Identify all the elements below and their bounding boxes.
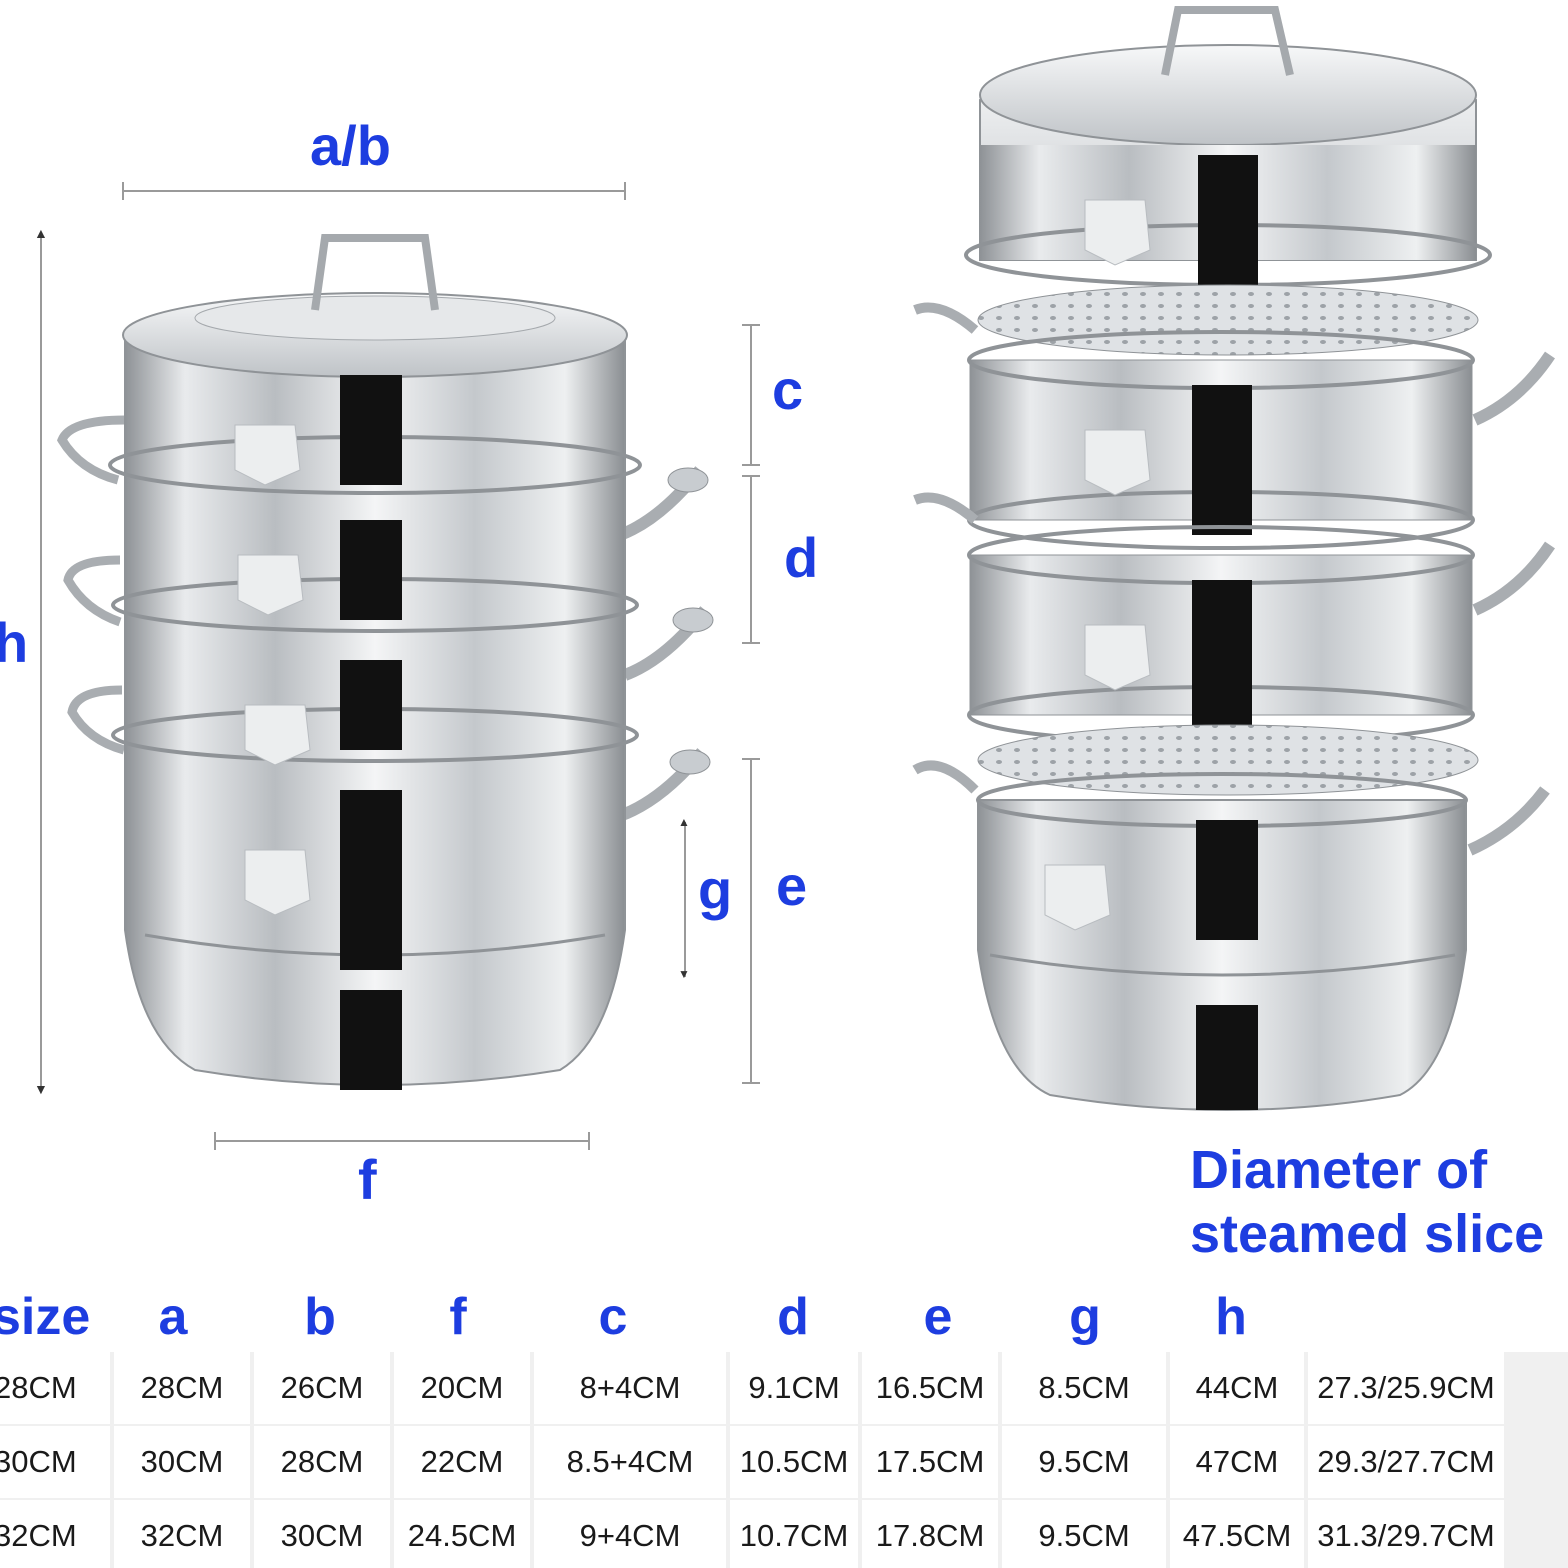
dimension-line-c — [750, 325, 752, 465]
arrow-down-icon: ▼ — [678, 967, 690, 981]
dimension-tick — [742, 324, 760, 326]
steamed-slice-caption: Diameter of steamed slice — [1190, 1138, 1544, 1266]
label-d: d — [784, 526, 819, 589]
header-c: c — [598, 1288, 628, 1346]
label-e: e — [776, 854, 808, 917]
dimension-line-d — [750, 475, 752, 643]
cell-g: 8.5CM — [1002, 1352, 1166, 1424]
cell-d: 9.1CM — [730, 1352, 858, 1424]
label-ab: a/b — [310, 114, 391, 177]
dimension-line-f — [215, 1140, 589, 1142]
cell-f: 22CM — [394, 1426, 530, 1498]
arrow-up-icon: ▲ — [34, 225, 48, 241]
cell-c: 9+4CM — [534, 1500, 726, 1568]
cell-g: 9.5CM — [1002, 1426, 1166, 1498]
cell-a: 32CM — [114, 1500, 250, 1568]
header-a: a — [158, 1288, 188, 1346]
dimension-tick — [742, 642, 760, 644]
dimension-line-g — [684, 822, 686, 977]
cell-g: 9.5CM — [1002, 1500, 1166, 1568]
caption-line-2: steamed slice — [1190, 1204, 1545, 1264]
cell-slice: 29.3/27.7CM — [1308, 1426, 1504, 1498]
cell-size: 32CM — [0, 1500, 110, 1568]
exploded-steamer-pot-icon — [912, 6, 1555, 1111]
cell-d: 10.5CM — [730, 1426, 858, 1498]
header-g: g — [1069, 1288, 1101, 1346]
dimension-tick — [742, 758, 760, 760]
size-table-header: size a b f c d e g h — [0, 1285, 1568, 1355]
cell-b: 28CM — [254, 1426, 390, 1498]
label-f: f — [358, 1148, 377, 1211]
arrow-down-icon: ▼ — [34, 1081, 48, 1097]
cell-e: 17.8CM — [862, 1500, 998, 1568]
dimension-tick — [624, 182, 626, 200]
dimension-tick — [122, 182, 124, 200]
cell-size: 28CM — [0, 1352, 110, 1424]
dimension-tick — [742, 464, 760, 466]
dimension-line-h — [40, 232, 42, 1092]
header-d: d — [777, 1288, 809, 1346]
cell-b: 26CM — [254, 1352, 390, 1424]
label-g: g — [698, 858, 733, 921]
dimension-line-e — [750, 758, 752, 1083]
cell-a: 30CM — [114, 1426, 250, 1498]
label-h: h — [0, 611, 29, 674]
header-f: f — [449, 1288, 467, 1346]
cell-c: 8.5+4CM — [534, 1426, 726, 1498]
assembled-steamer-pot-icon — [56, 234, 714, 1090]
header-b: b — [304, 1288, 336, 1346]
cell-a: 28CM — [114, 1352, 250, 1424]
cell-e: 17.5CM — [862, 1426, 998, 1498]
cell-c: 8+4CM — [534, 1352, 726, 1424]
caption-line-1: Diameter of — [1190, 1140, 1488, 1200]
cell-size: 30CM — [0, 1426, 110, 1498]
cell-f: 24.5CM — [394, 1500, 530, 1568]
cell-b: 30CM — [254, 1500, 390, 1568]
arrow-up-icon: ▲ — [678, 815, 690, 829]
cell-h: 47CM — [1170, 1426, 1304, 1498]
header-size: size — [0, 1288, 91, 1346]
label-c: c — [772, 358, 804, 421]
dimension-tick — [588, 1132, 590, 1150]
cell-d: 10.7CM — [730, 1500, 858, 1568]
header-e: e — [923, 1288, 953, 1346]
dimension-tick — [742, 475, 760, 477]
cell-h: 44CM — [1170, 1352, 1304, 1424]
cell-slice: 31.3/29.7CM — [1308, 1500, 1504, 1568]
dimension-line-ab — [123, 190, 625, 192]
cell-e: 16.5CM — [862, 1352, 998, 1424]
cell-f: 20CM — [394, 1352, 530, 1424]
header-h: h — [1215, 1288, 1247, 1346]
dimension-tick — [214, 1132, 216, 1150]
cell-h: 47.5CM — [1170, 1500, 1304, 1568]
cell-slice: 27.3/25.9CM — [1308, 1352, 1504, 1424]
dimension-tick — [742, 1082, 760, 1084]
